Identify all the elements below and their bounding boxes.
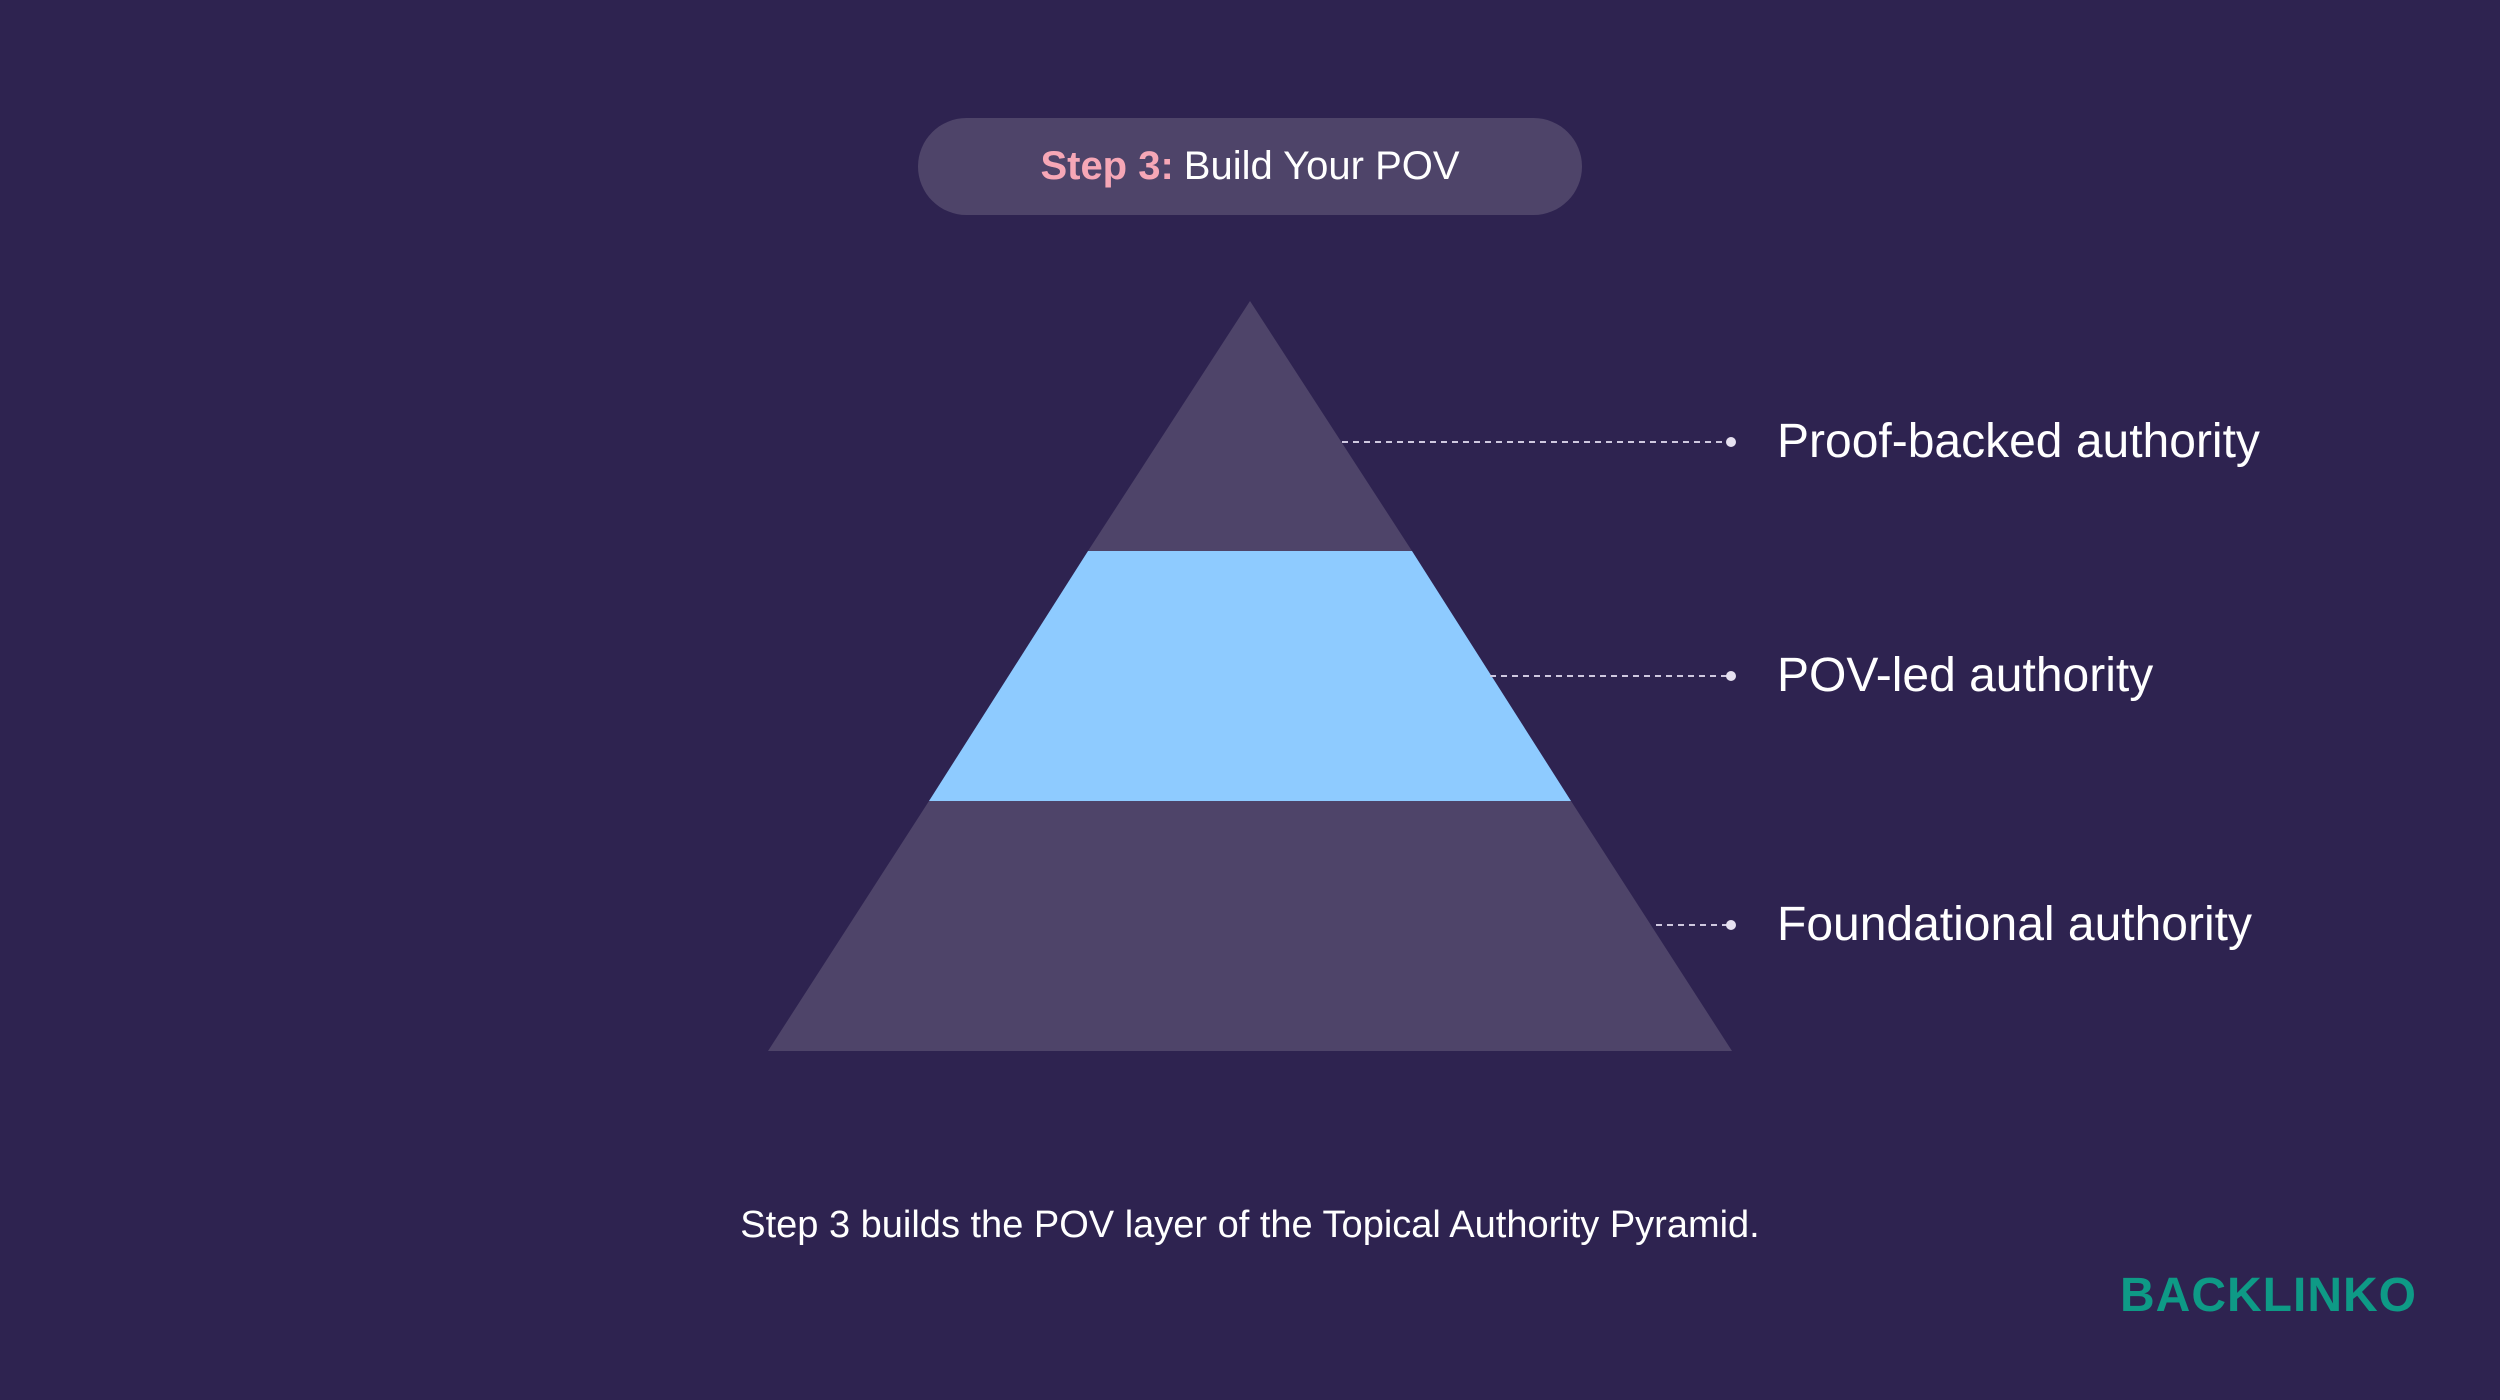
connector-dot-middle — [1726, 671, 1736, 681]
step-title: Build Your POV — [1183, 144, 1460, 188]
layer-label-top: Proof-backed authority — [1777, 415, 2260, 468]
connector-dot-bottom — [1726, 920, 1736, 930]
pyramid-layer-bottom — [768, 801, 1732, 1051]
step-header-pill: Step 3: Build Your POV — [918, 118, 1582, 215]
diagram-caption: Step 3 builds the POV layer of the Topic… — [740, 1204, 1760, 1246]
connector-dot-top — [1726, 437, 1736, 447]
pyramid-layer-middle — [929, 551, 1571, 801]
layer-label-middle: POV-led authority — [1777, 649, 2154, 702]
backlinko-logo: BACKLINKO — [2120, 1269, 2417, 1322]
layer-label-bottom: Foundational authority — [1777, 898, 2252, 951]
step-number-label: Step 3: — [1040, 144, 1174, 188]
pyramid-layer-top — [1088, 301, 1412, 551]
